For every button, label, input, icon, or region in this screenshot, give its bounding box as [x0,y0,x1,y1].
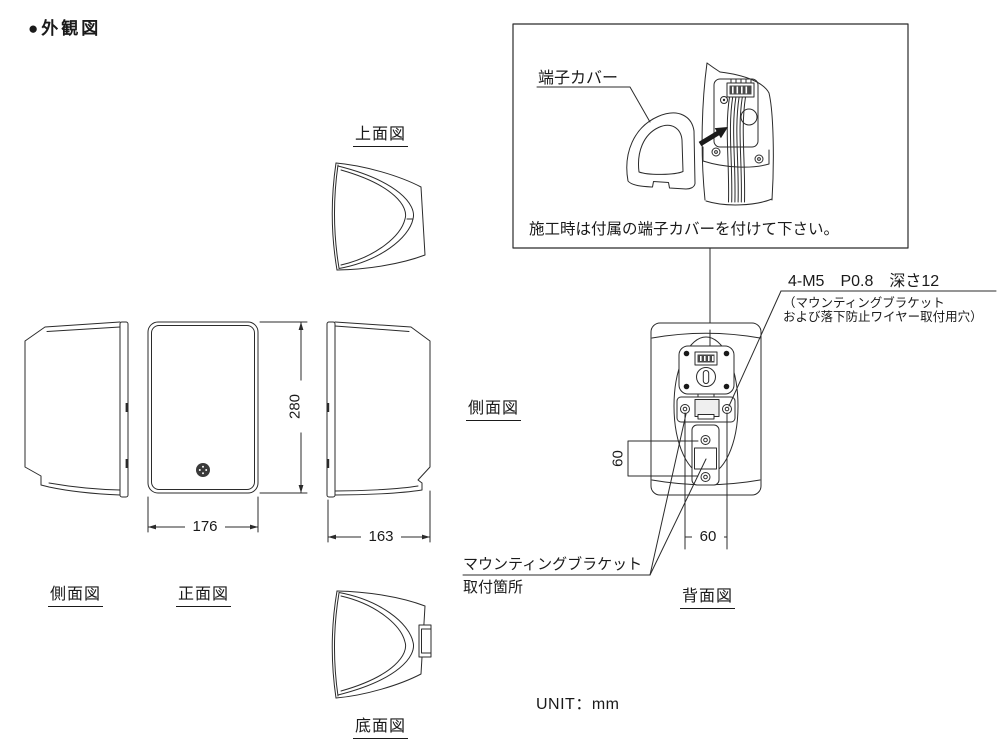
side-view-right-label: 側面図 [466,394,522,421]
dimension-width-value: 176 [185,518,225,535]
bracket-leader-2 [649,458,707,576]
insert-arrow-icon [698,127,728,147]
side-view-left-label: 側面図 [48,580,104,607]
unit-label: UNIT：mm [536,696,620,713]
dimension-width-lines [147,496,259,533]
front-view-label: 正面図 [176,580,232,607]
screw-spec-note-line2: および落下防止ワイヤー取付用穴） [783,310,983,324]
rear-view-label: 背面図 [680,582,736,609]
dimension-depth-value: 163 [361,528,401,545]
dimension-hole-pitch-vertical-lines [627,440,699,477]
dimension-height-value: 280 [286,380,304,433]
bracket-leader-1 [649,413,687,576]
page-title: ●外観図 [28,19,102,38]
install-note: 施工時は付属の端子カバーを付けて下さい。 [529,221,840,238]
screw-spec: 4-M5 P0.8 深さ12 [788,273,940,290]
bottom-view-drawing [331,590,432,699]
brand-emblem [196,463,210,477]
screw-spec-leader [728,290,782,407]
dimension-hole-pitch-vertical-value: 60 [609,450,627,467]
rear-view-drawing [650,322,762,496]
bracket-label-line2: 取付箇所 [463,579,524,596]
top-view-label: 上面図 [353,120,409,147]
terminal-cover-callout: 端子カバー [538,70,619,87]
dimension-hole-pitch-horizontal-value: 60 [692,528,724,545]
terminal-cover-drawing [626,112,696,190]
terminal-cover-leader [536,86,651,123]
side-view-right-drawing [326,321,431,498]
inset-rear-fragment [701,62,774,206]
top-view-drawing [331,162,426,271]
bracket-label-line1: マウンティングブラケット [463,556,643,573]
front-view-drawing [147,321,259,494]
bottom-view-label: 底面図 [353,712,409,739]
side-view-left-drawing [24,321,129,498]
inset-box [512,23,909,249]
screw-spec-note-line1: （マウンティングブラケット [783,296,945,310]
